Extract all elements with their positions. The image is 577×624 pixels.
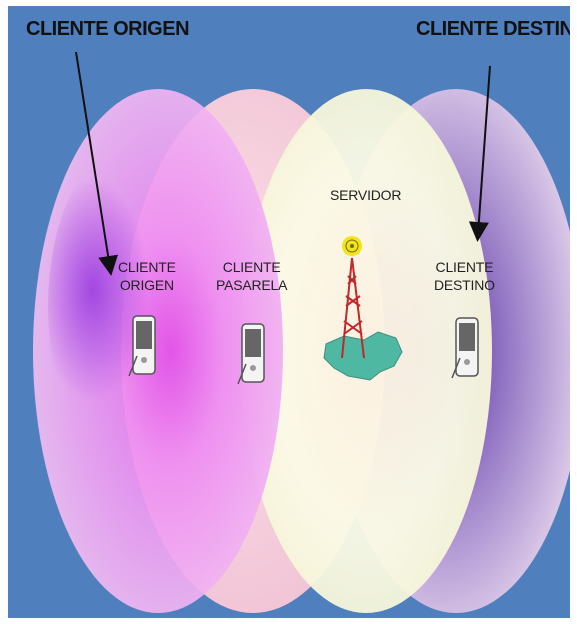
destination-label-line1: CLIENTE xyxy=(434,258,495,276)
coverage-diagram xyxy=(8,6,570,618)
diagram-canvas: CLIENTE ORIGEN CLIENTE DESTINO CLIENTE O… xyxy=(8,6,570,618)
destination-label-line2: DESTINO xyxy=(434,276,495,294)
signal-waves-icon xyxy=(342,236,362,256)
origin-label-line1: CLIENTE xyxy=(118,258,176,276)
top-left-title: CLIENTE ORIGEN xyxy=(26,18,189,41)
pda-icon xyxy=(452,318,478,378)
top-right-title: CLIENTE DESTINO xyxy=(416,18,570,41)
server-label-text: SERVIDOR xyxy=(330,186,401,204)
pda-icon xyxy=(129,316,155,376)
server-label: SERVIDOR xyxy=(330,186,401,204)
gateway-label: CLIENTE PASARELA xyxy=(216,258,287,294)
origin-shadow xyxy=(48,146,208,466)
destination-label: CLIENTE DESTINO xyxy=(434,258,495,294)
gateway-label-line1: CLIENTE xyxy=(216,258,287,276)
pda-icon xyxy=(238,324,264,384)
origin-label-line2: ORIGEN xyxy=(118,276,176,294)
gateway-label-line2: PASARELA xyxy=(216,276,287,294)
origin-label: CLIENTE ORIGEN xyxy=(118,258,176,294)
